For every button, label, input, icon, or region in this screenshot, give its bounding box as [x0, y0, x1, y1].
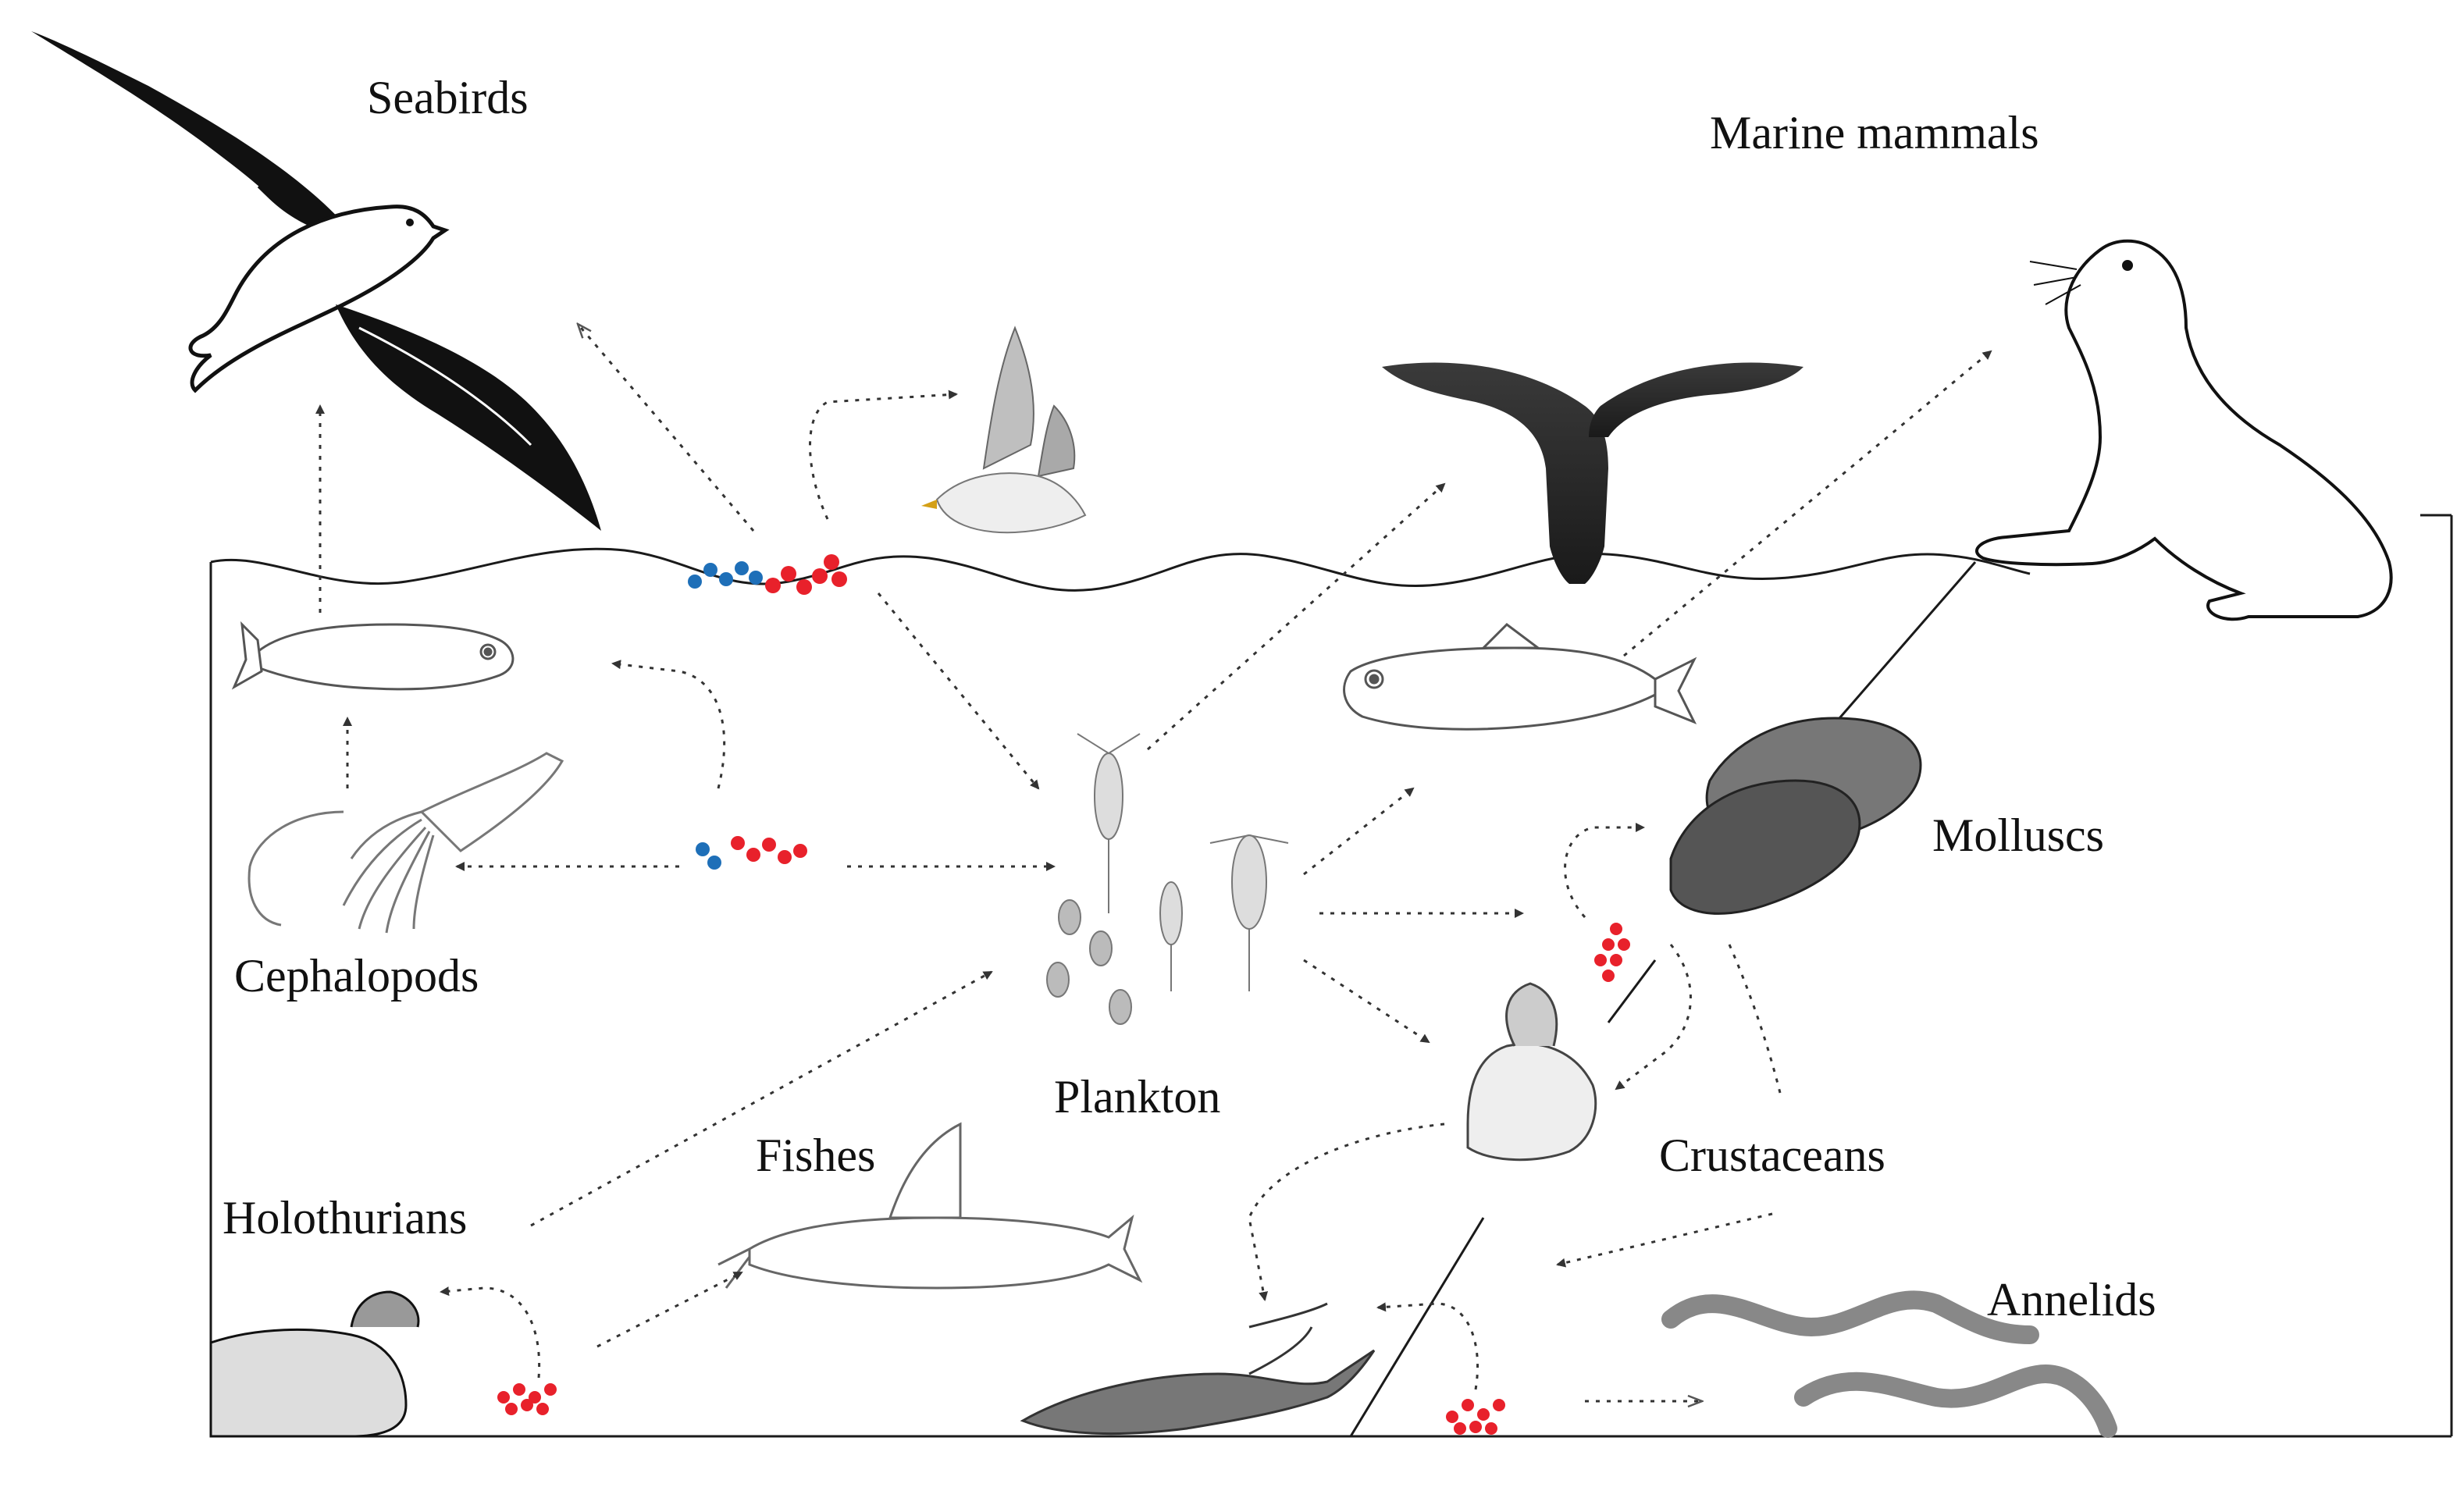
arrow-plankton-to-crustaceans	[1303, 959, 1430, 1044]
label-crustaceans: Crustaceans	[1659, 1130, 1885, 1181]
mussel-icon	[1669, 717, 1922, 915]
arrow-molluscs-to-crustaceans	[1615, 944, 1692, 1091]
lanternfish-icon	[1343, 623, 1697, 731]
label-plankton: Plankton	[1054, 1071, 1221, 1123]
label-holothurians: Holothurians	[223, 1192, 468, 1243]
benthic-slope-lower	[1607, 959, 1657, 1023]
sea-frame	[209, 514, 2453, 1438]
arrow-barnacle-to-crayfish	[1248, 1123, 1445, 1301]
benthic-slope	[1818, 561, 1977, 742]
label-fishes: Fishes	[756, 1130, 876, 1181]
copepod-icon	[1046, 733, 1289, 1025]
transfer-arrows	[315, 324, 1992, 1401]
barnacle-icon	[1466, 982, 1597, 1162]
arrow-surface-to-gull	[809, 390, 958, 520]
label-cephalopods: Cephalopods	[234, 950, 479, 1002]
label-seabirds: Seabirds	[367, 72, 529, 123]
water-surface	[210, 547, 2031, 592]
arrow-plankton-to-whale	[1146, 482, 1446, 751]
label-marine-mammals: Marine mammals	[1710, 107, 2039, 158]
label-annelids: Annelids	[1987, 1274, 2156, 1325]
particles-holothurians	[497, 1383, 557, 1415]
particles-surface-red	[765, 554, 847, 595]
catfish-icon	[717, 1122, 1143, 1290]
arrow-surface-to-seabird	[578, 324, 755, 532]
arrow-fish-to-sealion	[1623, 350, 1992, 657]
sea-cucumber-icon	[209, 1290, 420, 1438]
arrow-particles-to-crayfish	[1376, 1302, 1479, 1390]
albatross-icon	[31, 31, 601, 531]
whale-tail-icon	[1382, 362, 1803, 584]
particles-midwater	[696, 836, 807, 870]
crayfish-icon	[1020, 1302, 1376, 1436]
particles-benthic	[1446, 1399, 1505, 1435]
particles-molluscs	[1594, 923, 1630, 982]
sea-lion-icon	[1975, 239, 2393, 621]
benthic-slope-bottom	[1349, 1217, 1485, 1437]
squid-icon	[247, 752, 564, 934]
arrow-holothurians-to-plankton	[530, 970, 993, 1227]
arrow-molluscs-to-annelids	[1728, 944, 1782, 1094]
arrow-crustaceans-to-annelids	[1556, 1212, 1773, 1268]
label-molluscs: Molluscs	[1932, 809, 2105, 861]
particles-surface-blue	[688, 561, 763, 589]
arrow-plankton-to-fish	[1303, 787, 1415, 876]
arrow-particles-to-holothurians	[440, 1286, 541, 1379]
arrow-particles-to-molluscs	[1564, 823, 1645, 918]
gull-icon	[921, 326, 1087, 534]
arrow-particles-to-lanternfish	[611, 660, 726, 789]
arrow-particles-to-catfish	[596, 1271, 743, 1348]
worm-icon	[1661, 1290, 2117, 1438]
lanternfish-icon	[231, 621, 515, 691]
arrow-surface-to-plankton	[877, 592, 1040, 790]
